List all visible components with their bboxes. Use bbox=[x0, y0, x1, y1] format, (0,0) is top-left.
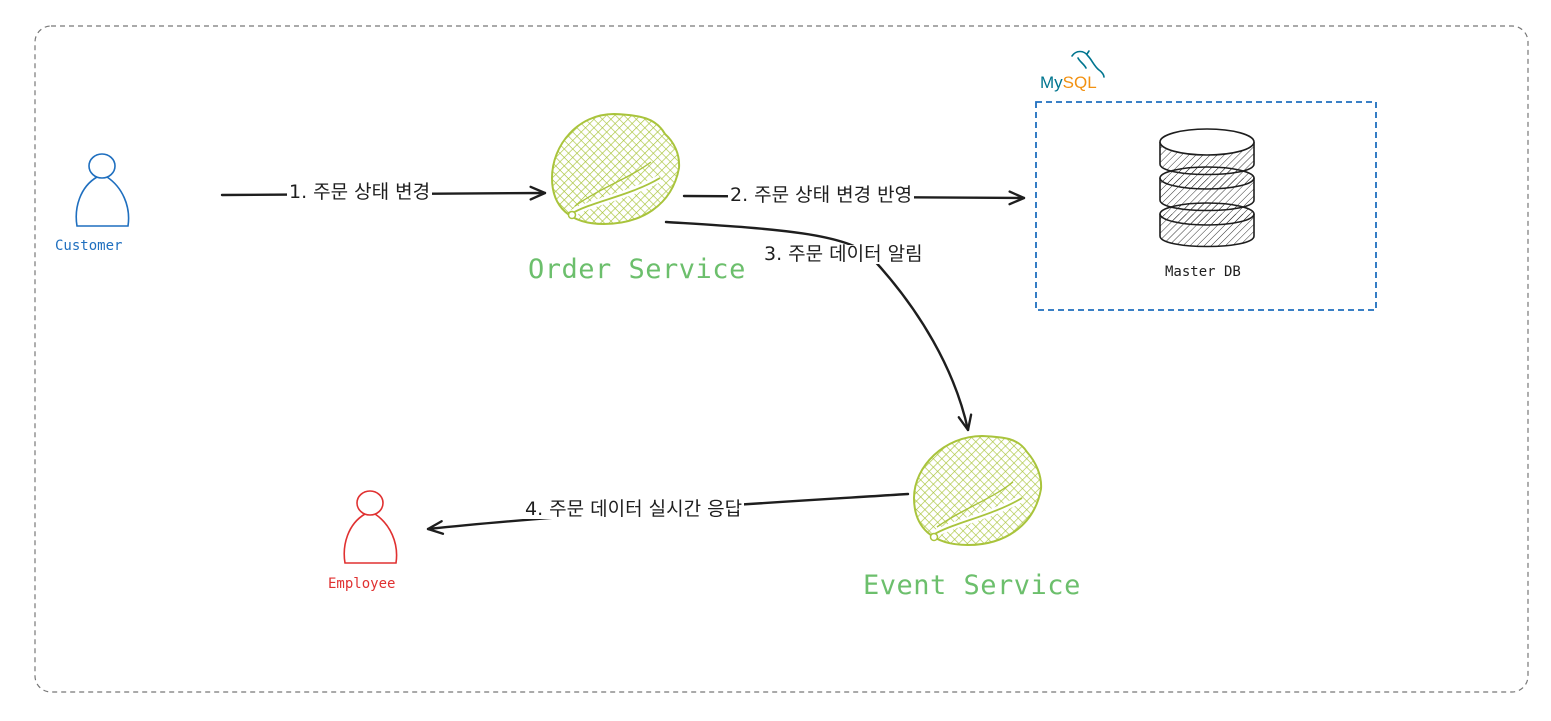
master-db-label: Master DB bbox=[1165, 264, 1241, 280]
customer-label: Customer bbox=[55, 238, 123, 254]
event-service-spring-icon bbox=[912, 434, 1043, 547]
order-service-spring-icon bbox=[550, 112, 681, 226]
mysql-brand: MySQL bbox=[1040, 74, 1097, 91]
mysql-dolphin-icon bbox=[1071, 50, 1105, 78]
mysql-brand-my: My bbox=[1040, 73, 1063, 92]
employee-person-icon bbox=[343, 490, 398, 564]
customer-person-icon bbox=[75, 153, 130, 227]
mysql-brand-sql: SQL bbox=[1062, 73, 1097, 92]
edge-1-label: 1. 주문 상태 변경 bbox=[287, 181, 433, 203]
edge-4-label: 4. 주문 데이터 실시간 응답 bbox=[523, 498, 745, 520]
outer-frame bbox=[34, 25, 1529, 693]
edge-3-label: 3. 주문 데이터 알림 bbox=[762, 243, 925, 265]
event-service-label: Event Service bbox=[863, 570, 1081, 601]
edge-2-label: 2. 주문 상태 변경 반영 bbox=[728, 184, 915, 206]
order-service-label: Order Service bbox=[528, 254, 746, 285]
employee-label: Employee bbox=[328, 576, 396, 592]
database-icon bbox=[1159, 128, 1255, 248]
mysql-container bbox=[1035, 101, 1377, 311]
